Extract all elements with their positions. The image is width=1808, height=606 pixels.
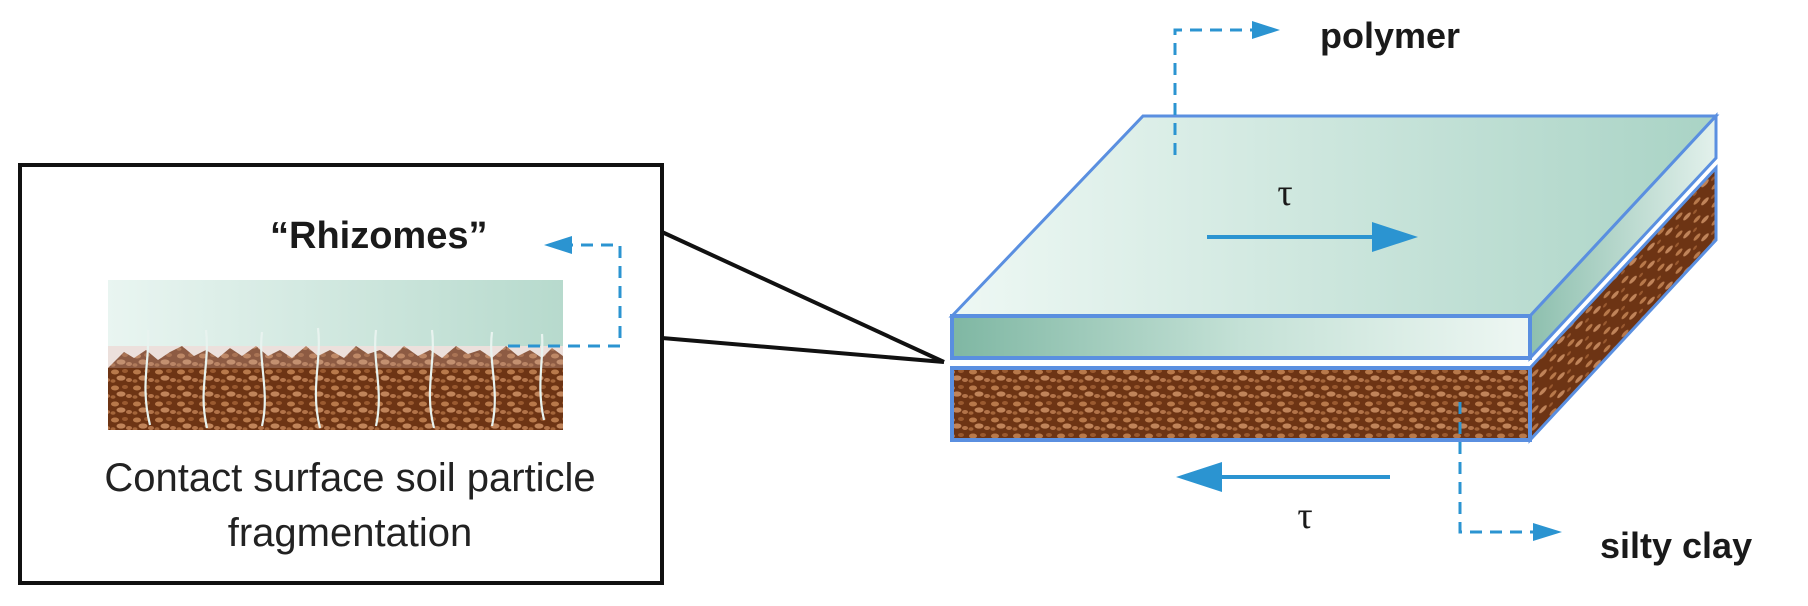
inset-polymer-strip (108, 280, 563, 346)
polymer-label: polymer (1320, 15, 1460, 56)
tau-label-bottom: τ (1297, 495, 1312, 537)
silty-clay-label: silty clay (1600, 525, 1752, 566)
callout-connector (661, 230, 945, 364)
polymer-front-face (950, 314, 1532, 360)
tau-label-top: τ (1277, 172, 1292, 214)
shear-arrow-bottom (1176, 462, 1390, 492)
polymer-top-face (948, 114, 1720, 318)
rhizomes-label: “Rhizomes” (270, 215, 487, 257)
silty-clay-front-face (950, 366, 1532, 442)
shear-arrow-top (1207, 222, 1418, 252)
rhizomes-leader-arrow (508, 236, 622, 348)
rhizome-roots (144, 327, 546, 429)
polymer-leader-arrow (1173, 21, 1280, 155)
inset-soil-strip (108, 346, 563, 430)
silty-clay-leader-arrow (1458, 402, 1562, 541)
callout-caption-line-1: Contact surface soil particle (104, 456, 595, 500)
polymer-layer (948, 112, 1720, 362)
callout-caption-line-2: fragmentation (228, 511, 473, 555)
silty-clay-layer (950, 164, 1718, 444)
